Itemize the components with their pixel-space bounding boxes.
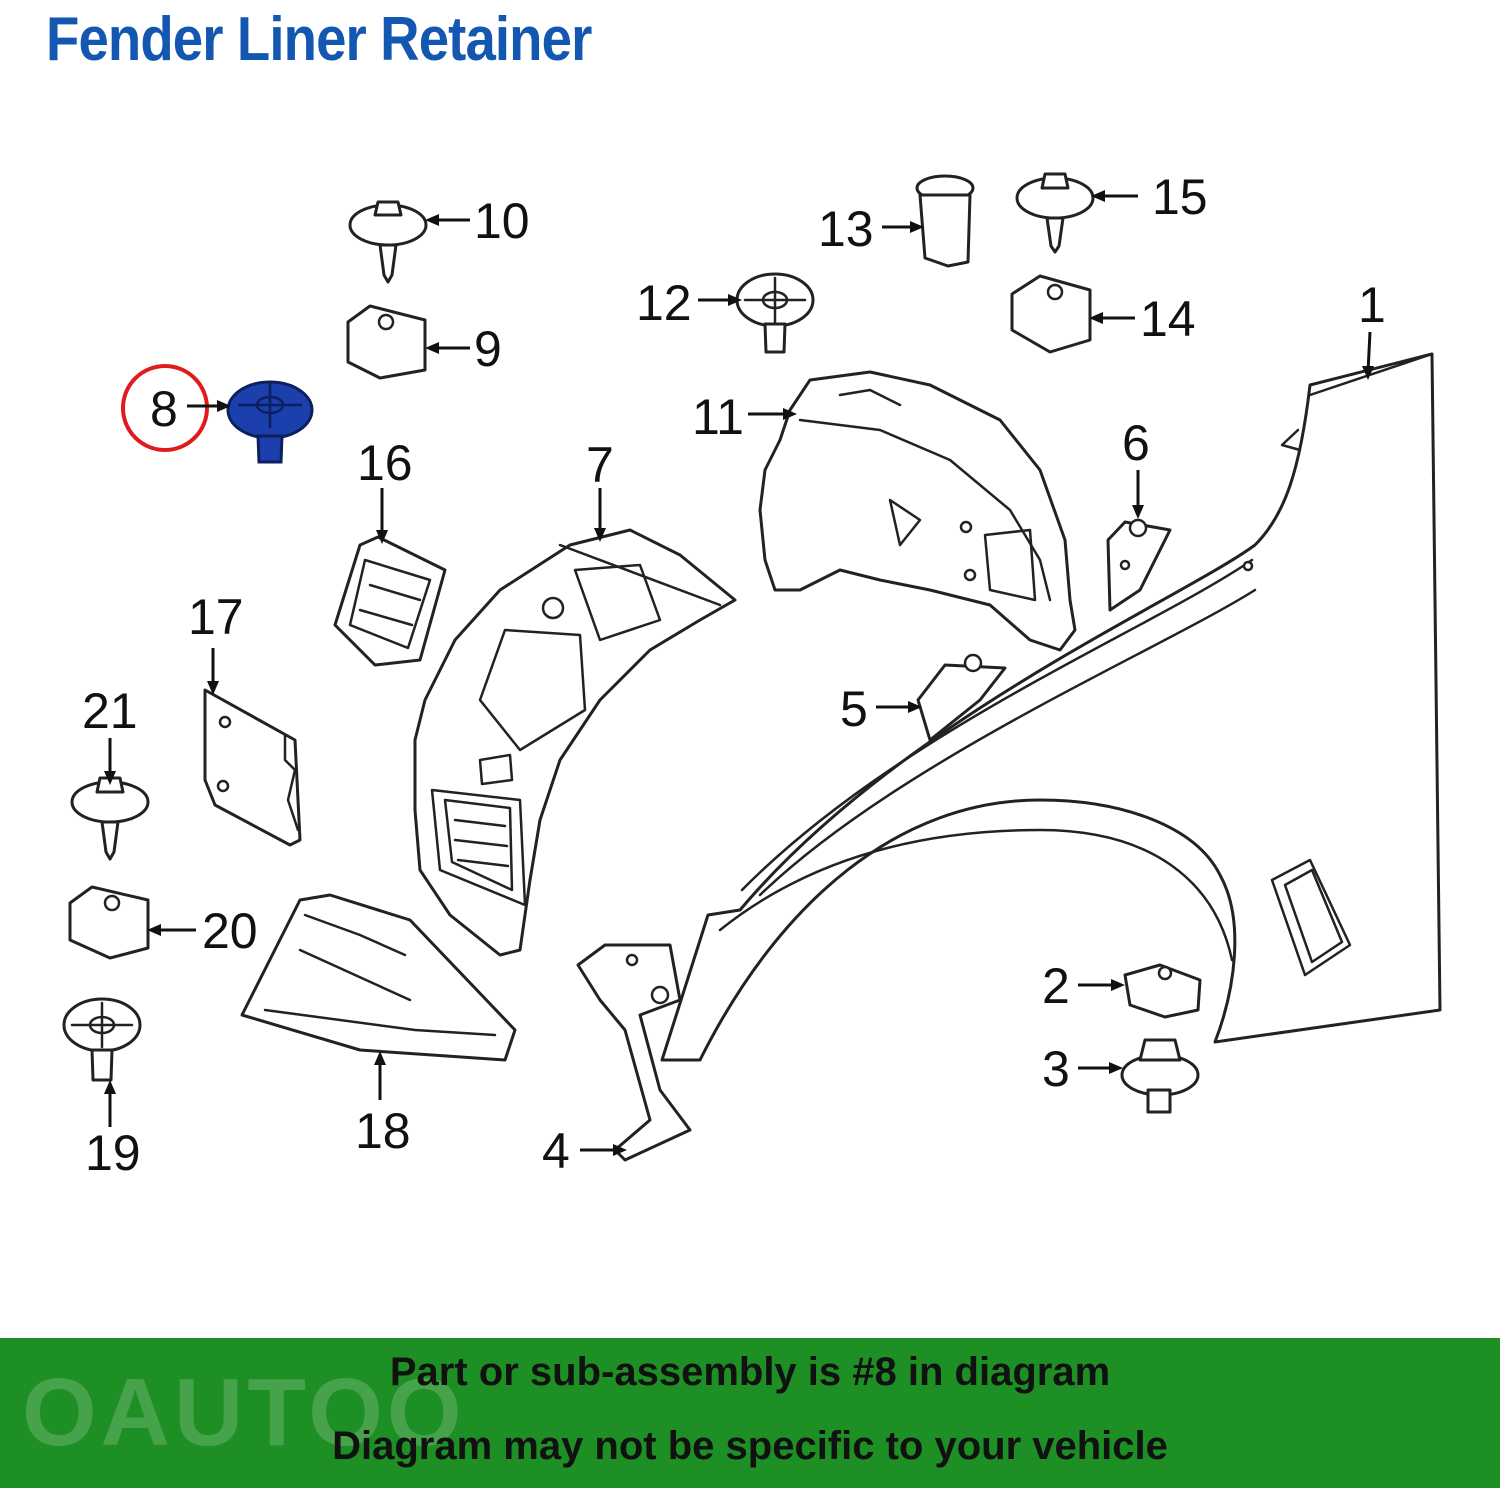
highlight-circle (121, 364, 209, 452)
callout-14: 14 (1140, 291, 1196, 347)
part-16-grille (333, 535, 447, 667)
callout-20: 20 (202, 903, 258, 959)
callout-7: 7 (586, 437, 614, 493)
callout-3: 3 (1042, 1041, 1070, 1097)
part-18-lower-shield (240, 893, 517, 1062)
callout-10: 10 (474, 193, 530, 249)
callout-16: 16 (357, 435, 413, 491)
callout-labels: 1 2 3 4 5 6 7 8 9 10 11 12 13 14 15 16 1… (82, 169, 1386, 1181)
banner-part-note: Part or sub-assembly is #8 in diagram (389, 1350, 1111, 1394)
page-title: Fender Liner Retainer (46, 5, 592, 74)
leader-arrowheads (104, 190, 1374, 1156)
banner-disclaimer: Diagram may not be specific to your vehi… (332, 1424, 1168, 1468)
callout-15: 15 (1152, 169, 1208, 225)
part-10-screw (348, 200, 428, 284)
part-7-front-liner (413, 528, 737, 957)
part-4-bracket (576, 943, 692, 1162)
callout-8: 8 (150, 381, 178, 437)
part-12-retainer (735, 272, 815, 354)
part-11-rear-liner (758, 370, 1077, 652)
watermark-logo: OAUTOO (22, 1359, 466, 1466)
part-2-clip-nut (1123, 963, 1202, 1019)
callout-2: 2 (1042, 958, 1070, 1014)
callout-1: 1 (1358, 277, 1386, 333)
callout-17: 17 (188, 589, 244, 645)
part-8-fender-liner-retainer (226, 380, 314, 464)
part-5-bracket (916, 653, 1007, 742)
callout-9: 9 (474, 321, 502, 377)
part-13-grommet (915, 174, 975, 268)
callout-21: 21 (82, 683, 138, 739)
callout-12: 12 (636, 275, 692, 331)
part-21-screw (70, 776, 150, 861)
callout-19: 19 (85, 1125, 141, 1181)
part-14-clip-nut (1010, 274, 1092, 354)
callout-4: 4 (542, 1123, 570, 1179)
part-17-plate (203, 688, 302, 847)
part-6-bracket (1106, 518, 1172, 612)
callout-13: 13 (818, 201, 874, 257)
part-19-retainer (62, 997, 142, 1082)
part-15-screw (1015, 172, 1095, 254)
part-20-clip-nut (68, 885, 150, 960)
part-3-bolt (1120, 1038, 1200, 1114)
callout-11: 11 (692, 389, 744, 445)
info-banner: OAUTOO Part or sub-assembly is #8 in dia… (0, 1338, 1500, 1488)
part-1-fender (660, 352, 1442, 1062)
callout-5: 5 (840, 681, 868, 737)
part-9-clip-nut (346, 304, 427, 380)
callout-6: 6 (1122, 415, 1150, 471)
callout-18: 18 (355, 1103, 411, 1159)
